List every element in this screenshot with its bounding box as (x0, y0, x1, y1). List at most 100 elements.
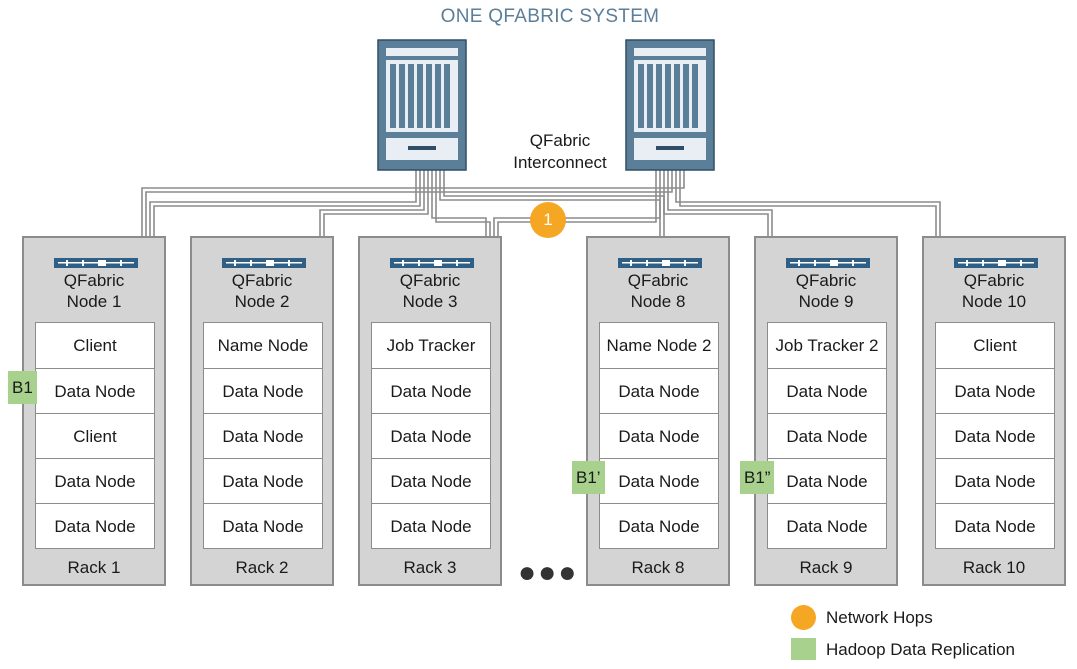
rack-slot: Data Node (372, 458, 490, 503)
cable-right-rack9 (667, 168, 773, 236)
legend-replica-icon (791, 638, 816, 660)
node-label-line1: QFabric (795, 271, 857, 290)
node-label-line2: Node 2 (234, 292, 290, 311)
node-label-line1: QFabric (231, 271, 293, 290)
rack-slot: Data Node (36, 368, 154, 413)
rack-slot: Data Node (768, 368, 886, 413)
cable-rack3-b (435, 168, 491, 236)
cable-rack2-b (323, 168, 429, 236)
cable-group (141, 168, 941, 236)
rack-slot: Data Node (204, 458, 322, 503)
rack-slot: Client (73, 336, 117, 355)
rack-slot: Data Node (600, 413, 718, 458)
rack-slot: Data Node (36, 458, 154, 503)
rack-slot: Data Node (600, 503, 718, 548)
rack-slot: Data Node (372, 503, 490, 548)
rack-slot: Data Node (36, 503, 154, 548)
legend-hop-icon (791, 605, 816, 630)
legend-network-hops: Network Hops (791, 605, 933, 630)
rack-slot: Name Node (217, 336, 309, 355)
legend-replication-label: Hadoop Data Replication (826, 640, 1016, 659)
replica-marker: B1” (740, 461, 775, 494)
cable-right-rack10-b (679, 168, 937, 236)
rack-label: Rack 8 (631, 558, 685, 577)
rack-slot: Data Node (372, 368, 490, 413)
interconnect-label-line2: Interconnect (513, 153, 607, 172)
network-hop-badge: 1 (530, 202, 566, 238)
node-switch-icon (54, 258, 138, 268)
node-label-line2: Node 9 (798, 292, 854, 311)
rack-slot: Data Node (768, 458, 886, 503)
cable-right-rack9-b (663, 168, 769, 236)
rack-label: Rack 1 (67, 558, 121, 577)
rack-slot: Data Node (600, 368, 718, 413)
cable-right-rack10 (675, 168, 941, 236)
cable-left-to-rack8-b (443, 168, 665, 236)
rack-slot: Data Node (936, 458, 1054, 503)
rack-slot: Data Node (204, 413, 322, 458)
rack-label: Rack 10 (962, 558, 1026, 577)
node-label-line2: Node 8 (630, 292, 686, 311)
cable-rack3 (431, 168, 487, 236)
node-switch-icon (390, 258, 474, 268)
rack-slot: Data Node (204, 503, 322, 548)
rack-slot: Data Node (768, 413, 886, 458)
cable-right-rack3 (493, 168, 661, 236)
chassis-right (625, 39, 715, 171)
cable-right-rack1 (145, 168, 673, 236)
rack-label: Rack 2 (235, 558, 289, 577)
rack-slot: Job Tracker 2 (775, 336, 879, 355)
rack-slot: Job Tracker (386, 336, 476, 355)
rack-slot: Data Node (372, 413, 490, 458)
rack-label: Rack 9 (799, 558, 853, 577)
node-switch-icon (222, 258, 306, 268)
chassis-left (377, 39, 467, 171)
rack-slot: Data Node (204, 368, 322, 413)
rack-slot: Data Node (936, 368, 1054, 413)
node-label-line1: QFabric (627, 271, 689, 290)
rack-label: Rack 3 (403, 558, 457, 577)
node-switch-icon (786, 258, 870, 268)
node-label-line1: QFabric (399, 271, 461, 290)
diagram-title: ONE QFABRIC SYSTEM (440, 6, 660, 27)
cable-rack2 (319, 168, 425, 236)
rack-slot: Data Node (768, 503, 886, 548)
rack-slot: Name Node 2 (606, 336, 712, 355)
cable-rack1 (149, 168, 417, 236)
rack-slot: Client (36, 413, 154, 458)
replica-marker: B1’ (572, 461, 605, 494)
interconnect-label: QFabric Interconnect (500, 130, 620, 174)
cable-right-rack2 (497, 168, 657, 236)
node-label-line2: Node 10 (961, 292, 1027, 311)
rack-slot: Data Node (600, 458, 718, 503)
legend-data-replication: Hadoop Data Replication (791, 638, 1016, 660)
rack-slot: Data Node (936, 413, 1054, 458)
cable-right-rack1-b (141, 168, 685, 236)
node-label-line1: QFabric (63, 271, 125, 290)
legend-hops-label: Network Hops (826, 608, 933, 627)
rack-slot: Client (973, 336, 1017, 355)
interconnect-label-line1: QFabric (529, 131, 591, 150)
node-switch-icon (954, 258, 1038, 268)
cable-rack1-b (153, 168, 421, 236)
replica-marker: B1 (8, 371, 37, 404)
node-label-line2: Node 1 (66, 292, 122, 311)
